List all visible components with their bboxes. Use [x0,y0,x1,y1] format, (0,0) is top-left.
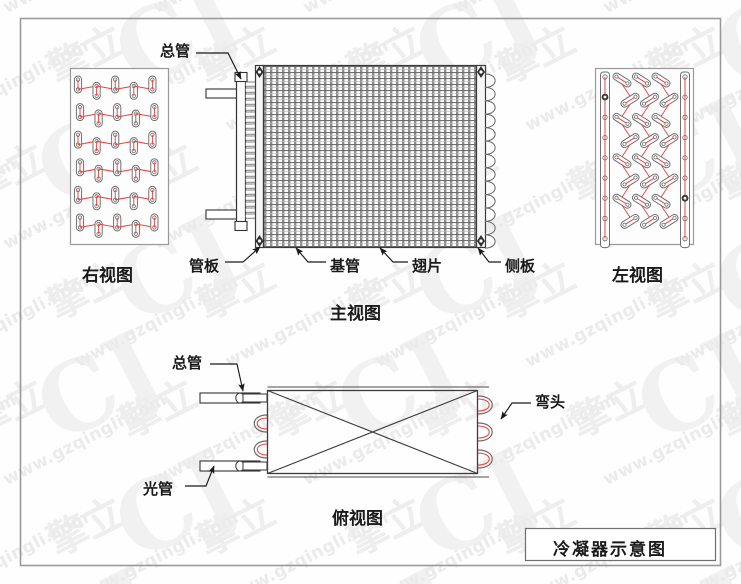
callout-bare-tube: 光管 [143,480,174,498]
callout-header-pipe-top: 总管 [172,354,203,372]
bare-tubes [199,392,268,472]
callout-header-pipe: 总管 [160,42,191,60]
front-view-group [196,52,501,263]
left-view-group [594,67,695,249]
leader-fin [379,247,408,263]
top-view-group [185,363,531,487]
callout-elbow: 弯头 [535,393,566,411]
view-title-top: 俯视图 [332,509,383,529]
plan-body [266,386,489,478]
fin-core [264,66,476,247]
side-plate-shape [475,64,487,249]
title-block-text: 冷凝器示意图 [553,540,667,560]
callout-base-tube: 基管 [330,257,361,275]
leader-tube-sheet [225,246,261,263]
right-view-group [69,67,170,246]
callout-fin: 翅片 [412,257,443,275]
view-title-right: 右视图 [82,266,133,286]
title-block-frame [524,527,717,562]
leader-elbow [500,402,531,420]
corner-fasteners [255,66,485,247]
leader-side-plate [477,247,501,263]
callout-side-plate: 侧板 [505,257,536,275]
view-title-front: 主视图 [330,304,381,324]
view-title-left: 左视图 [612,266,663,286]
callout-tube-sheet: 管板 [189,257,220,275]
leader-header-pipe-top [210,363,245,392]
leader-header-pipe [196,52,242,80]
leader-base-tube [295,247,326,263]
leader-bare-tube [185,465,215,487]
